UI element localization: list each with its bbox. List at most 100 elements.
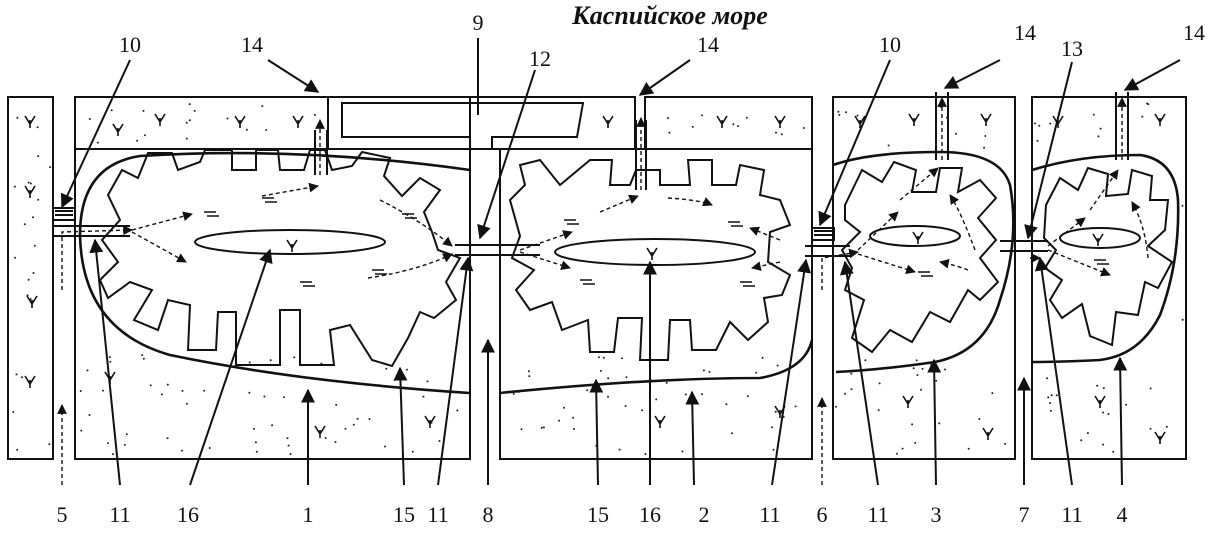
land-block-1	[74, 96, 471, 460]
soil-dot	[655, 398, 658, 401]
soil-dot	[245, 128, 248, 131]
soil-dot	[835, 405, 837, 408]
soil-dot	[1112, 450, 1115, 453]
soil-dot	[850, 372, 853, 375]
soil-dot	[102, 389, 104, 392]
soil-dot	[286, 437, 289, 440]
soil-dot	[935, 142, 938, 145]
soil-dot	[745, 116, 748, 119]
soil-dot	[149, 384, 152, 387]
soil-dot	[203, 389, 206, 392]
soil-dot	[13, 185, 16, 188]
soil-dot	[668, 131, 671, 134]
soil-dot	[16, 116, 19, 119]
vegetation-mark	[774, 405, 786, 418]
soil-dot	[185, 137, 188, 140]
soil-dot	[142, 357, 145, 360]
vegetation-mark	[1154, 113, 1166, 126]
vegetation-mark	[112, 123, 124, 136]
pond-1-channel	[98, 149, 462, 368]
vegetation-mark	[1094, 395, 1106, 408]
soil-dot	[1149, 427, 1152, 430]
soil-dot	[920, 388, 922, 391]
soil-dot	[755, 371, 758, 374]
water-mark	[728, 221, 743, 227]
soil-dot	[123, 443, 126, 446]
label-11-e: 11	[1061, 502, 1082, 527]
soil-dot	[983, 146, 986, 149]
soil-dot	[88, 414, 91, 416]
soil-dot	[558, 419, 561, 422]
water-mark	[402, 213, 417, 219]
soil-dot	[542, 426, 545, 429]
soil-dot	[607, 377, 610, 380]
soil-dot	[984, 135, 987, 137]
soil-dot	[782, 415, 785, 418]
soil-dot	[527, 370, 530, 373]
soil-dot	[1097, 135, 1100, 138]
soil-dot	[385, 367, 388, 370]
gate-10-right	[811, 227, 835, 241]
soil-dot	[49, 166, 52, 169]
soil-dot	[939, 105, 942, 108]
soil-dot	[1004, 442, 1007, 445]
soil-dot	[426, 380, 429, 383]
soil-dot	[838, 113, 841, 116]
soil-dot	[641, 409, 644, 412]
label-14-b: 14	[697, 32, 719, 57]
soil-dot	[1046, 377, 1049, 380]
soil-dot	[901, 447, 904, 450]
soil-dot	[586, 389, 589, 392]
soil-dot	[185, 121, 188, 124]
vegetation-mark	[716, 115, 728, 128]
soil-dot	[356, 417, 359, 420]
soil-dot	[1050, 394, 1053, 397]
soil-dot	[48, 443, 51, 446]
soil-dot	[1034, 122, 1036, 125]
soil-dot	[618, 448, 621, 451]
soil-dot	[1102, 411, 1105, 414]
soil-dot	[305, 398, 308, 401]
soil-dot	[1080, 439, 1083, 442]
land-block-4	[1031, 96, 1187, 460]
soil-dot	[649, 379, 652, 382]
soil-dot	[1055, 394, 1058, 397]
soil-dot	[313, 113, 316, 116]
soil-dot	[37, 155, 40, 158]
soil-dot	[33, 244, 36, 247]
soil-dot	[599, 369, 602, 372]
soil-dot	[181, 389, 184, 392]
soil-dot	[1149, 387, 1152, 390]
vegetation-mark	[292, 115, 304, 128]
vegetation-mark	[26, 295, 38, 308]
soil-dot	[844, 392, 846, 395]
label-3: 3	[931, 502, 942, 527]
soil-dot	[188, 103, 191, 106]
soil-dot	[978, 418, 981, 420]
soil-dot	[289, 453, 292, 455]
soil-dot	[1036, 139, 1039, 142]
soil-dot	[921, 367, 924, 370]
soil-dot	[193, 109, 196, 112]
soil-dot	[877, 409, 880, 412]
land-block-3	[832, 96, 1016, 460]
label-5: 5	[57, 502, 68, 527]
soil-dot	[802, 127, 805, 129]
soil-dot	[598, 356, 600, 359]
soil-dot	[667, 117, 670, 119]
soil-dot	[911, 423, 914, 426]
soil-dot	[665, 381, 668, 384]
soil-dot	[125, 433, 128, 436]
label-14-d: 14	[1183, 20, 1205, 45]
soil-dot	[456, 409, 459, 412]
soil-dot	[1047, 396, 1050, 399]
soil-dot	[334, 441, 337, 443]
soil-dot	[730, 432, 733, 435]
soil-dot	[624, 405, 627, 407]
soil-dot	[1125, 403, 1128, 406]
label-14-c: 14	[1014, 20, 1036, 45]
soil-dot	[14, 256, 17, 259]
soil-dot	[269, 359, 272, 362]
soil-dot	[528, 375, 531, 378]
label-10-right: 10	[879, 32, 901, 57]
